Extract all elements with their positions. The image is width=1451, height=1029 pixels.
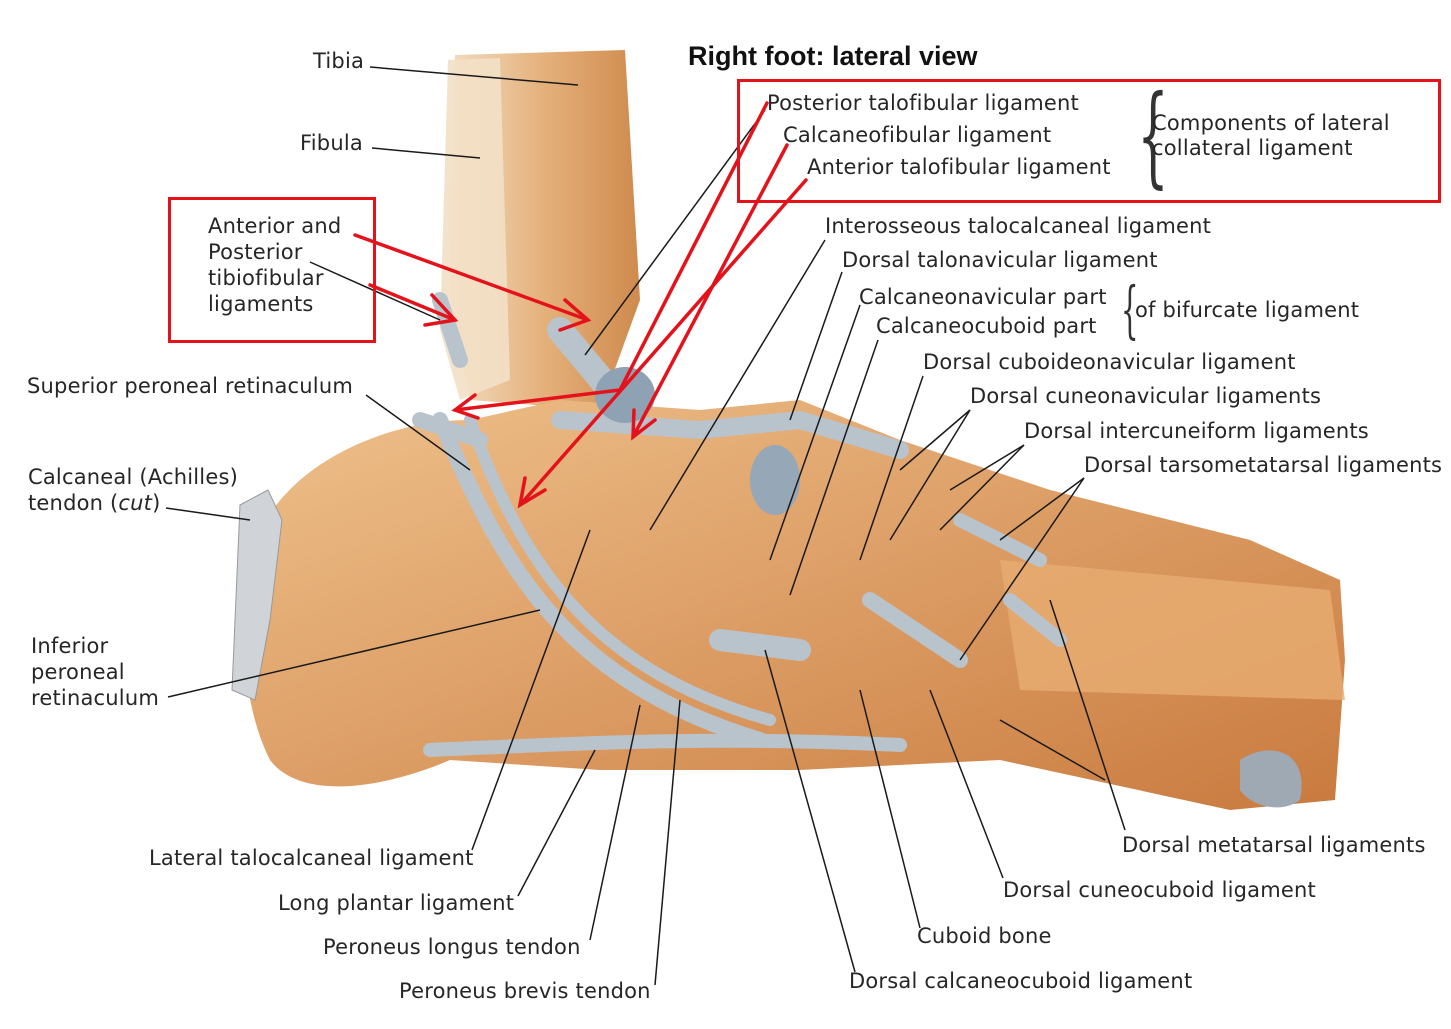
label-text: ): [152, 491, 161, 515]
label-calcaneofibular: Calcaneofibular ligament: [783, 123, 1052, 147]
red-annotation-arrows: [353, 101, 808, 509]
label-fibula: Fibula: [300, 131, 363, 155]
label-lateral-collateral: Components of lateral collateral ligamen…: [1152, 111, 1390, 161]
label-line: peroneal: [31, 660, 125, 684]
label-line: Anterior and: [208, 214, 342, 238]
label-tibia: Tibia: [313, 49, 365, 73]
label-dorsal-cuneocuboid: Dorsal cuneocuboid ligament: [1003, 878, 1316, 902]
label-italic: cut: [118, 491, 153, 515]
label-calcaneocuboid-part: Calcaneocuboid part: [876, 314, 1097, 338]
label-anterior-talofibular: Anterior talofibular ligament: [807, 155, 1111, 179]
label-line: Posterior: [208, 240, 303, 264]
label-dorsal-metatarsal: Dorsal metatarsal ligaments: [1122, 833, 1426, 857]
label-bifurcate-ligament: of bifurcate ligament: [1135, 298, 1360, 322]
toe-heads: [1240, 750, 1302, 808]
label-text: tendon (: [28, 491, 119, 515]
label-line: Calcaneal (Achilles): [28, 465, 238, 489]
label-line: retinaculum: [31, 686, 159, 710]
label-lateral-talocalcaneal: Lateral talocalcaneal ligament: [149, 846, 474, 870]
label-inferior-peroneal-retinaculum: Inferior peroneal retinaculum: [31, 633, 159, 711]
navicular-cartilage: [750, 445, 800, 515]
label-dorsal-intercuneiform: Dorsal intercuneiform ligaments: [1024, 419, 1369, 443]
label-cuboid-bone: Cuboid bone: [917, 924, 1052, 948]
arrow-posterior-tibiofibular: [353, 233, 592, 332]
achilles-tendon-cut: [231, 489, 283, 701]
arrow-anterior-tibiofibular: [368, 283, 459, 327]
arrow-anterior-talofibular: [517, 178, 808, 509]
label-calcaneal-tendon: Calcaneal (Achilles) tendon (cut): [28, 464, 238, 516]
red-highlight-box-lateral-collateral: [737, 79, 1441, 203]
label-peroneus-longus: Peroneus longus tendon: [323, 935, 581, 959]
label-dorsal-cuboideonavicular: Dorsal cuboideonavicular ligament: [923, 350, 1296, 374]
label-long-plantar: Long plantar ligament: [278, 891, 515, 915]
red-highlight-box-tibiofibular: [168, 197, 376, 343]
label-interosseous-talocalcaneal: Interosseous talocalcaneal ligament: [825, 214, 1212, 238]
talus-cartilage: [595, 367, 655, 423]
label-dorsal-cuneonavicular: Dorsal cuneonavicular ligaments: [970, 384, 1322, 408]
label-dorsal-calcaneocuboid: Dorsal calcaneocuboid ligament: [849, 969, 1193, 993]
label-line: ligaments: [208, 292, 314, 316]
label-line: collateral ligament: [1152, 136, 1353, 160]
ligaments: [412, 292, 1067, 757]
label-line: Inferior: [31, 634, 109, 658]
label-superior-peroneal-retinaculum: Superior peroneal retinaculum: [27, 374, 353, 398]
label-calcaneonavicular-part: Calcaneonavicular part: [859, 285, 1107, 309]
leader-lines: [165, 66, 1126, 986]
label-dorsal-tarsometatarsal: Dorsal tarsometatarsal ligaments: [1084, 453, 1443, 477]
label-dorsal-talonavicular: Dorsal talonavicular ligament: [842, 248, 1158, 272]
label-line: tendon (cut): [28, 490, 238, 516]
metatarsals: [1000, 560, 1345, 700]
diagram-title: Right foot: lateral view: [688, 41, 978, 71]
label-posterior-talofibular: Posterior talofibular ligament: [767, 91, 1079, 115]
fibula-bone: [440, 58, 510, 400]
brace-icon: {: [1120, 273, 1139, 346]
label-line: Components of lateral: [1152, 111, 1390, 135]
label-peroneus-brevis: Peroneus brevis tendon: [399, 979, 651, 1003]
brace-icon: {: [1137, 71, 1169, 199]
label-tibiofibular-ligaments: Anterior and Posterior tibiofibular liga…: [208, 213, 341, 317]
label-line: tibiofibular: [208, 266, 324, 290]
